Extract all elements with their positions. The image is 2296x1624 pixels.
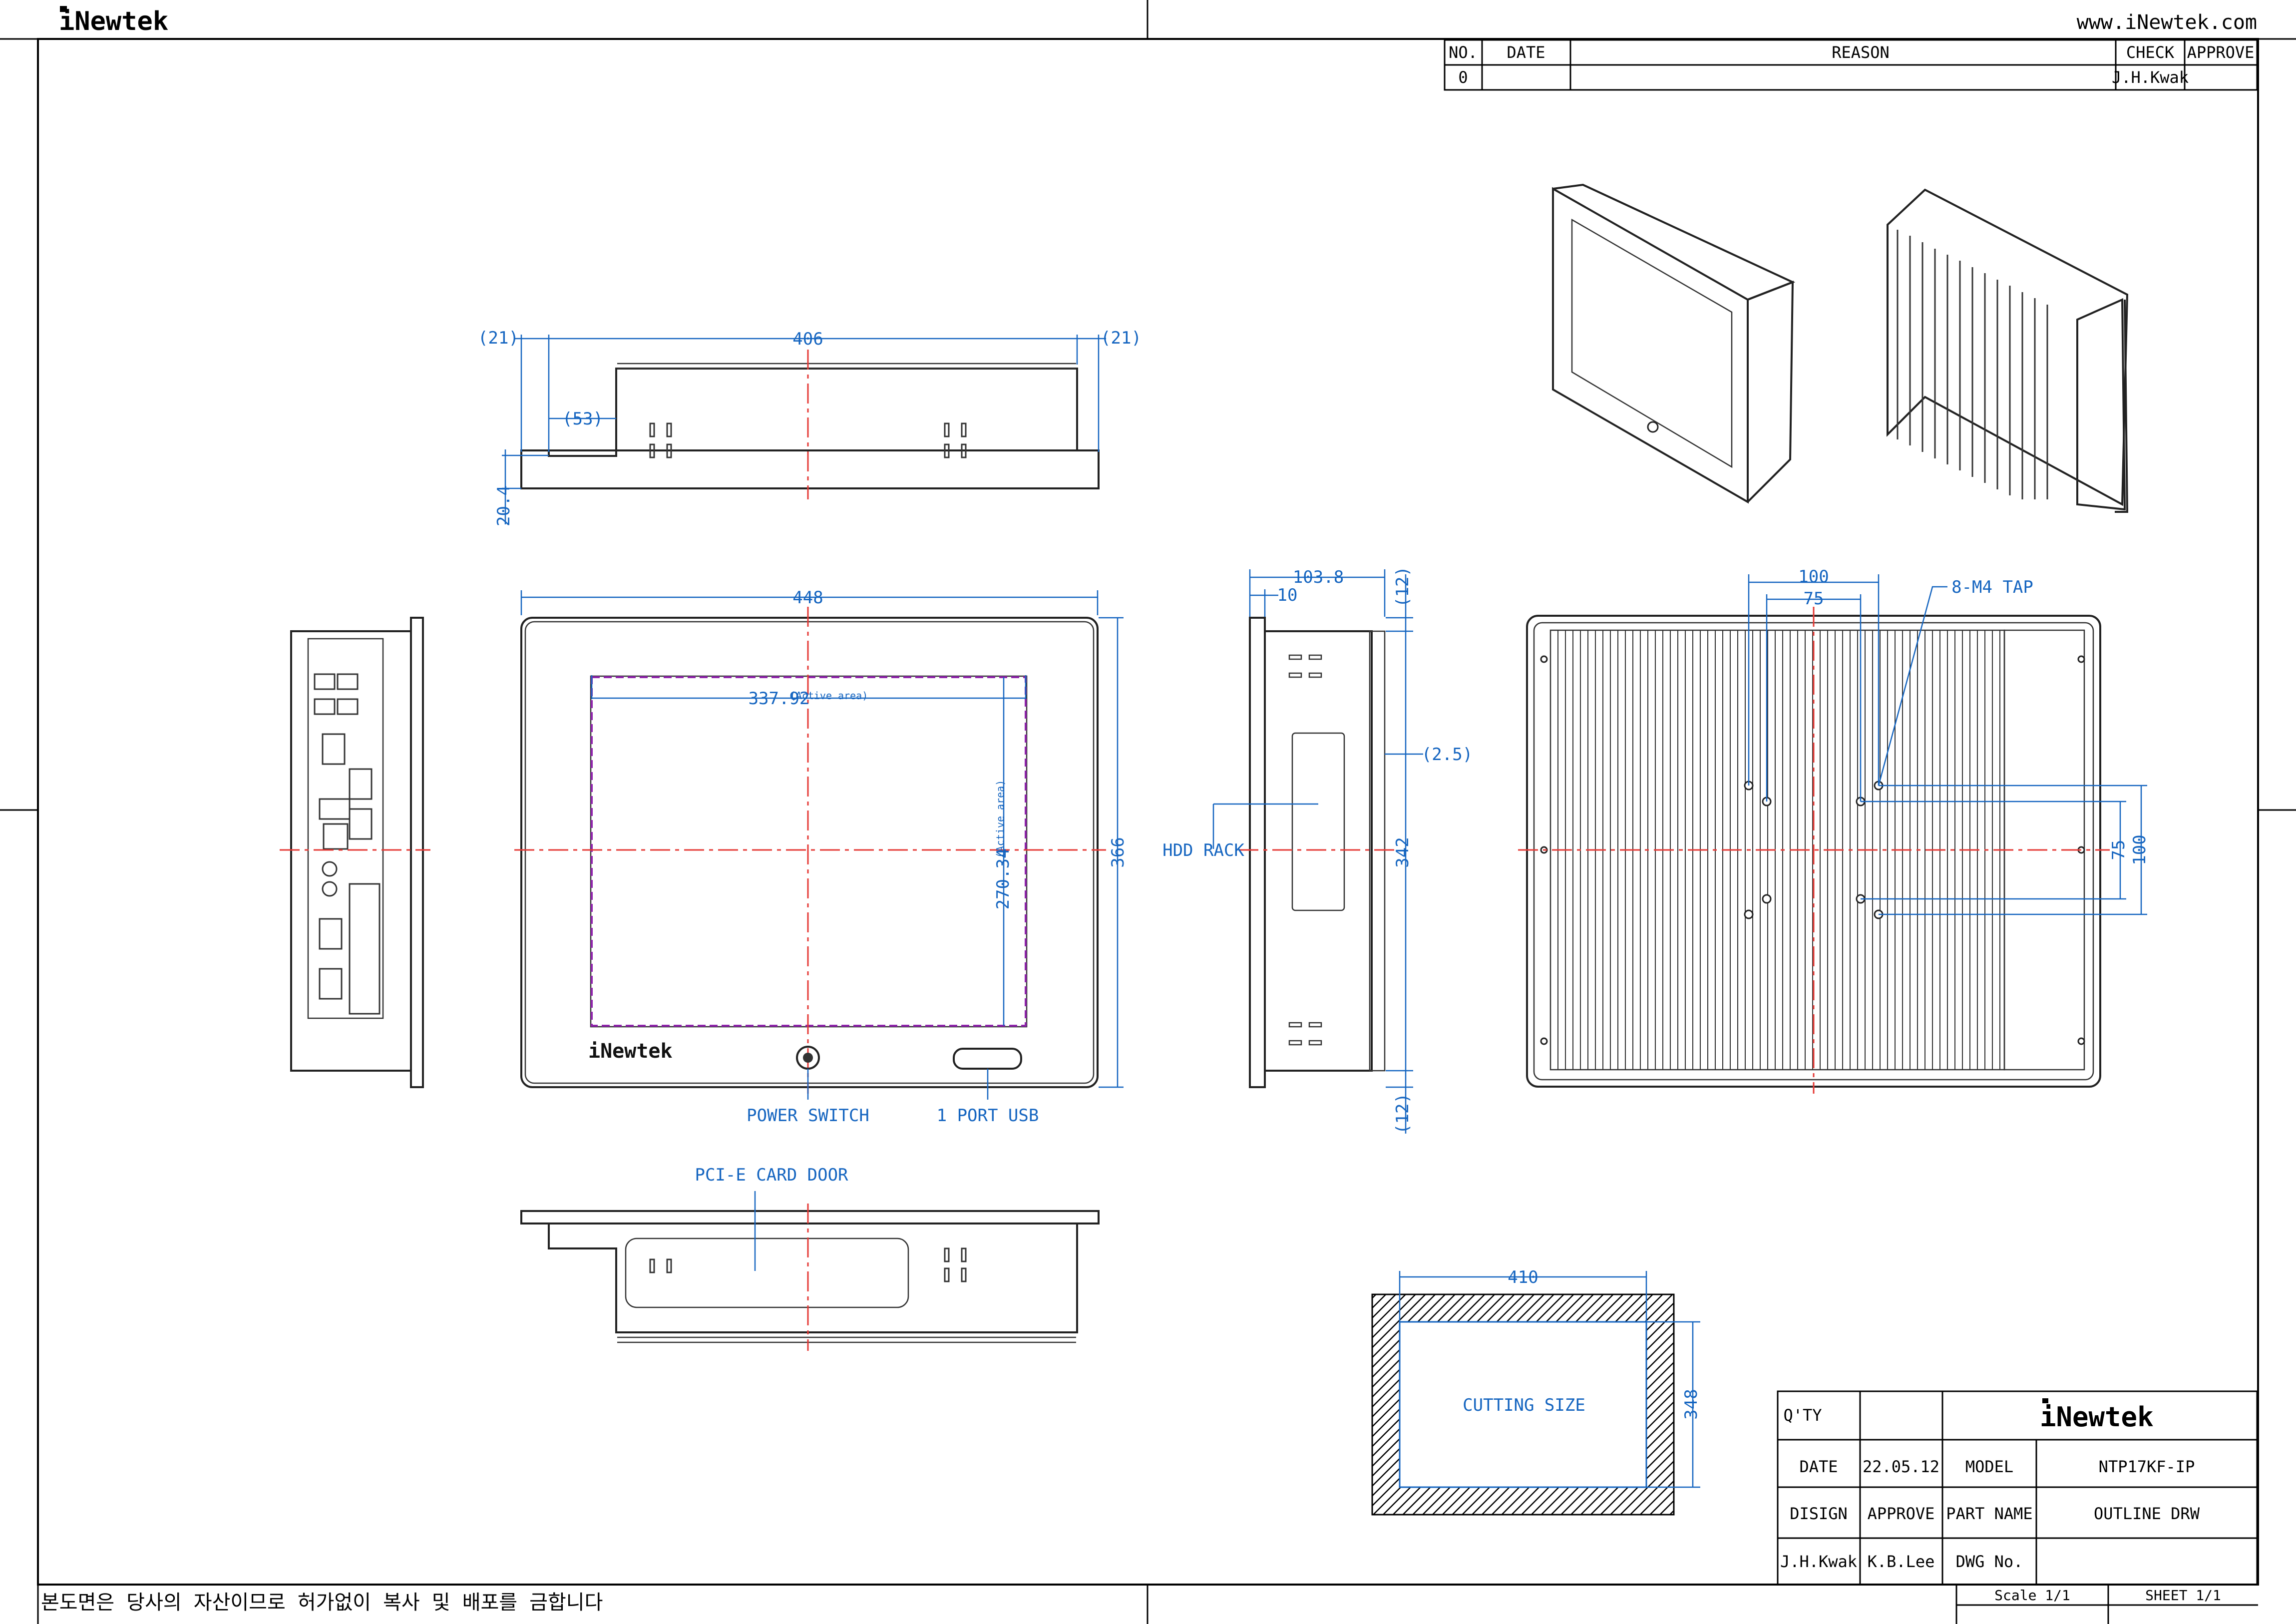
active-height-note: (Active area) bbox=[994, 780, 1006, 858]
qty-label: Q'TY bbox=[1783, 1406, 1822, 1425]
side-dim-2-5: (2.5) bbox=[1422, 745, 1473, 765]
active-dim-width: 337.92 bbox=[749, 689, 810, 709]
sheet-value: SHEET 1/1 bbox=[2145, 1587, 2221, 1604]
top-dim-right: (21) bbox=[1101, 328, 1142, 348]
designer-value: J.H.Kwak bbox=[1780, 1552, 1857, 1571]
top-dim-step: (53) bbox=[562, 409, 603, 429]
side-view: 103.8 10 (12) (12) (2.5) 342 HDD RACK bbox=[1162, 566, 1473, 1134]
side-dim-12-bottom: (12) bbox=[1393, 1093, 1413, 1134]
scale-value: Scale 1/1 bbox=[1994, 1587, 2070, 1604]
usb-port-icon bbox=[953, 1048, 1022, 1070]
model-label: MODEL bbox=[1965, 1457, 2013, 1476]
rear-dim-75-v: 75 bbox=[2109, 840, 2129, 860]
top-dim-width: 406 bbox=[792, 329, 823, 349]
rear-view: 100 75 8-M4 TAP 75 100 bbox=[1518, 567, 2150, 1094]
front-dim-height: 366 bbox=[1108, 837, 1128, 867]
pcie-label: PCI-E CARD DOOR bbox=[695, 1165, 848, 1185]
hdd-rack-label: HDD RACK bbox=[1162, 840, 1244, 860]
usb-label: 1 PORT USB bbox=[937, 1106, 1039, 1126]
front-logo: iNewtek bbox=[588, 1040, 673, 1063]
rev-header-reason: REASON bbox=[1832, 43, 1890, 62]
rear-dim-100-h: 100 bbox=[1798, 567, 1829, 587]
top-fins bbox=[617, 363, 1076, 370]
tap-label: 8-M4 TAP bbox=[1951, 577, 2033, 597]
design-label: DISIGN bbox=[1790, 1504, 1848, 1523]
isometric-rear-view bbox=[1887, 188, 2129, 513]
footer-note: 본도면은 당사의 자산이므로 허가없이 복사 및 배포를 금합니다 bbox=[41, 1591, 603, 1614]
active-dim-height: 270.34 bbox=[993, 848, 1013, 910]
front-dim-width: 448 bbox=[792, 588, 823, 608]
title-logo: iNewtek bbox=[2040, 1401, 2154, 1433]
rev-header-no: NO. bbox=[1449, 43, 1478, 62]
isometric-front-view bbox=[1552, 183, 1796, 504]
side-dim-12-top: (12) bbox=[1393, 566, 1413, 607]
cutout-view: 410 348 CUTTING SIZE bbox=[1371, 1267, 1701, 1516]
title-block: Q'TY iNewtek DATE 22.05.12 MODEL NTP17KF… bbox=[1777, 1390, 2258, 1624]
cutout-dim-height: 348 bbox=[1681, 1389, 1701, 1419]
cutout-dim-width: 410 bbox=[1508, 1267, 1538, 1287]
brand-logo-text: iNewtek bbox=[59, 6, 168, 36]
side-dim-depth: 103.8 bbox=[1293, 567, 1344, 587]
date-value: 22.05.12 bbox=[1863, 1457, 1939, 1476]
rear-dim-100-v: 100 bbox=[2130, 834, 2150, 865]
front-view: iNewtek 448 337.92 (Active area) 270.34 … bbox=[514, 588, 1128, 1126]
rev-row-no: 0 bbox=[1458, 68, 1468, 87]
rev-row-check: J.H.Kwak bbox=[2112, 68, 2189, 87]
rev-header-date: DATE bbox=[1507, 43, 1545, 62]
rear-dim-75-h: 75 bbox=[1804, 589, 1824, 609]
active-width-note: (Active area) bbox=[790, 690, 868, 702]
approver-value: K.B.Lee bbox=[1868, 1552, 1935, 1571]
model-value: NTP17KF-IP bbox=[2099, 1457, 2195, 1476]
top-dim-height: 20.4 bbox=[494, 485, 514, 526]
website-text: www.iNewtek.com bbox=[2077, 11, 2257, 34]
side-dim-10: 10 bbox=[1277, 585, 1298, 605]
side-dim-342: 342 bbox=[1393, 837, 1413, 867]
part-name-label: PART NAME bbox=[1946, 1504, 2032, 1523]
bottom-view: PCI-E CARD DOOR bbox=[520, 1165, 1100, 1351]
left-io-view bbox=[280, 617, 430, 1088]
power-switch-label: POWER SWITCH bbox=[747, 1106, 869, 1126]
approve-label: APPROVE bbox=[1868, 1504, 1935, 1523]
revision-table: NO. DATE REASON CHECK APPROVE 0 J.H.Kwak bbox=[1444, 39, 2258, 91]
date-label: DATE bbox=[1799, 1457, 1838, 1476]
rev-header-approve: APPROVE bbox=[2187, 43, 2255, 62]
rev-header-check: CHECK bbox=[2126, 43, 2175, 62]
top-view: (21) 406 (21) (53) 20.4 bbox=[478, 328, 1142, 526]
top-dim-left: (21) bbox=[478, 328, 519, 348]
cutout-label: CUTTING SIZE bbox=[1463, 1395, 1585, 1415]
header-logo: iNewtek bbox=[59, 6, 168, 36]
part-name-value: OUTLINE DRW bbox=[2094, 1504, 2200, 1523]
dwg-no-label: DWG No. bbox=[1956, 1552, 2023, 1571]
